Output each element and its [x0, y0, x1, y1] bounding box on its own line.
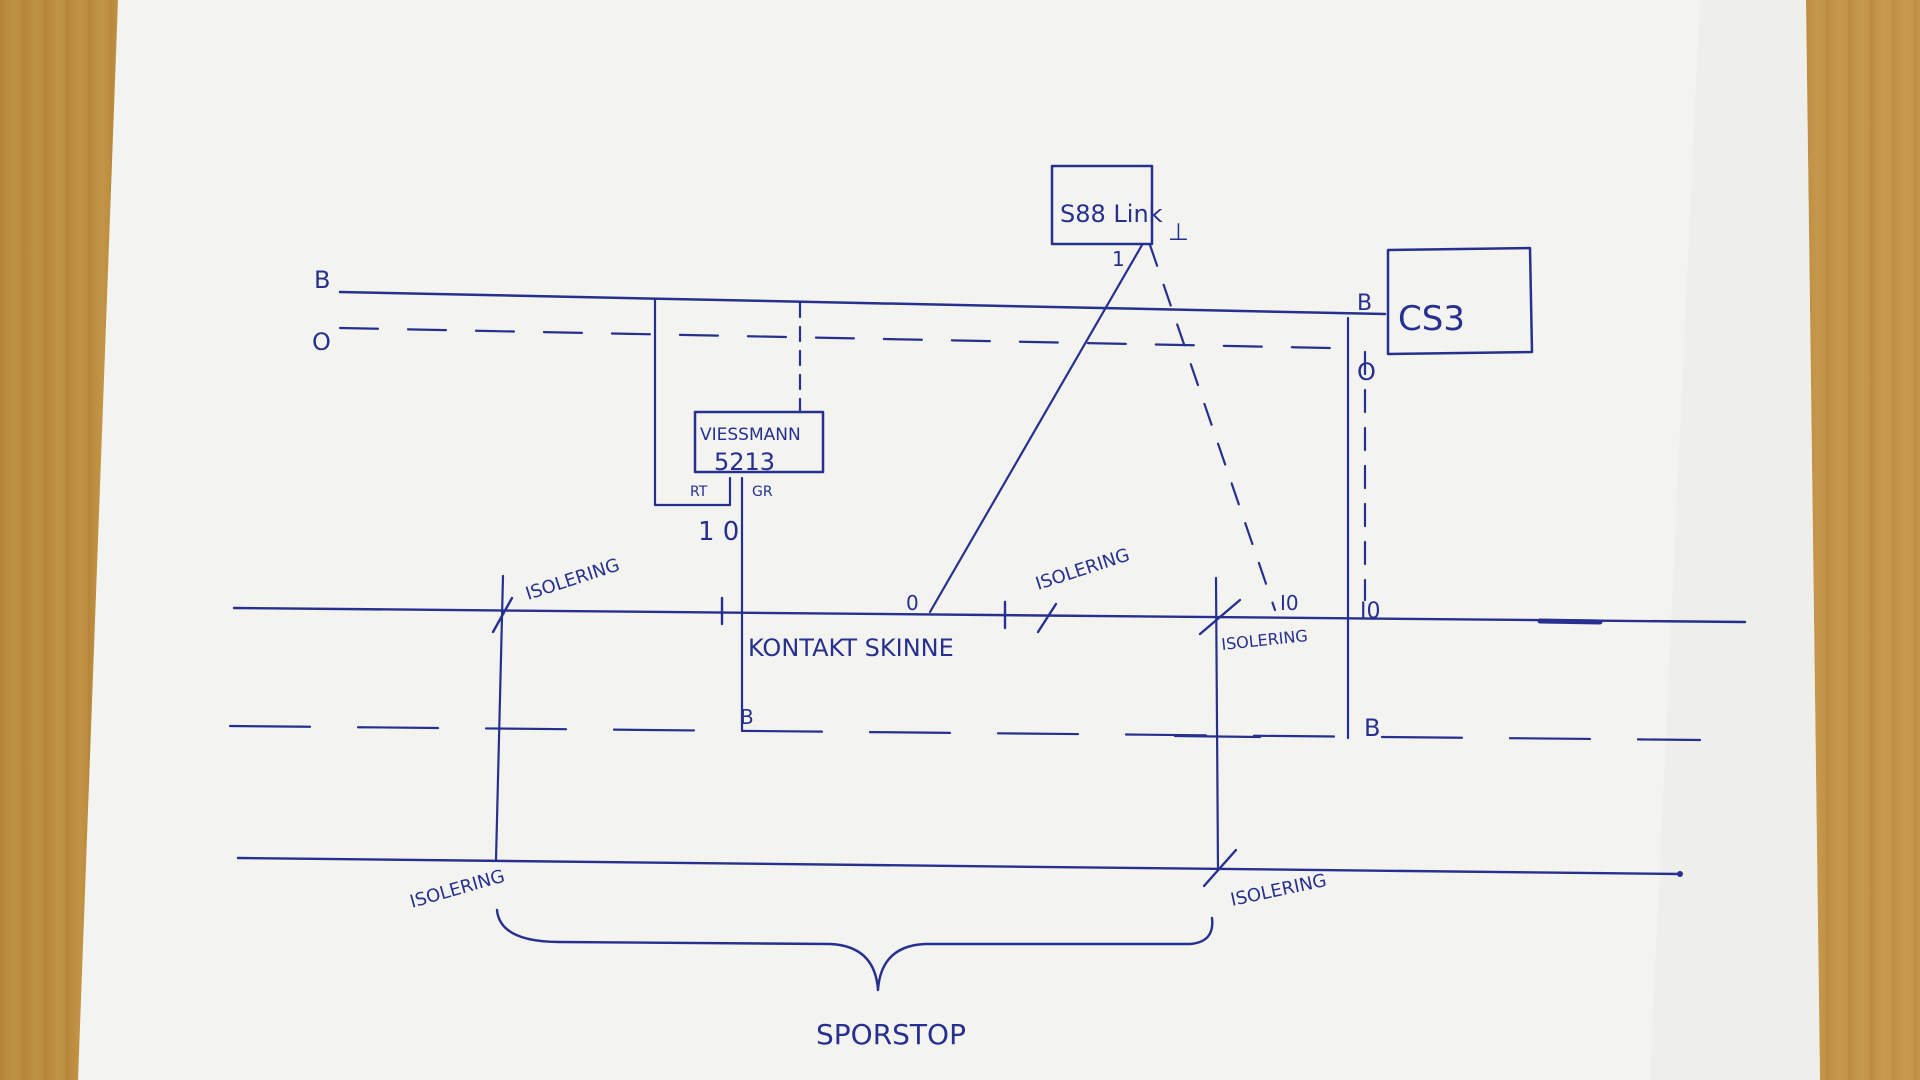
- viessmann-model: 5213: [714, 448, 775, 476]
- s88-ground-label: ⊥: [1168, 218, 1189, 246]
- cs3-label: CS3: [1398, 299, 1465, 339]
- section-boundaries: [494, 574, 1220, 872]
- second-rail-dashed: [228, 724, 1702, 742]
- viessmann-label: VIESSMANN: [700, 425, 801, 445]
- viessmann-5213-module: VIESSMANN 5213 RT GR 1 0 B: [653, 298, 825, 732]
- o-supply-label: O: [312, 328, 331, 356]
- sporstop-brace: [495, 908, 1214, 992]
- o-supply-line: [338, 326, 1332, 350]
- kontakt-skinne-label: KONTAKT SKINNE: [748, 634, 954, 662]
- paper-shade: [1650, 0, 1820, 1080]
- s88-link-label: S88 Link: [1060, 200, 1163, 228]
- main-rail: 0 I0 I0 KONTAKT SKINNE: [232, 591, 1747, 662]
- b-track-right-label: B: [1364, 714, 1380, 742]
- bottom-rail: [236, 848, 1683, 888]
- supply-lines: B O: [312, 266, 1387, 356]
- b-supply-label: B: [314, 266, 330, 294]
- cs3-o-label: O: [1357, 358, 1376, 386]
- viessmann-gr-label: GR: [752, 484, 773, 500]
- cs3-b-label: B: [1357, 291, 1372, 316]
- paper-sheet: [78, 0, 1820, 1080]
- cs3-feed-lines: B: [1346, 316, 1380, 742]
- s88-feedback-wires: [928, 243, 1277, 614]
- io-mid-label: I0: [1280, 591, 1299, 615]
- s88-pin-1-label: 1: [1112, 247, 1125, 271]
- sporstop-label: SPORSTOP: [816, 1018, 966, 1051]
- zero-on-rail-label: 0: [906, 591, 919, 615]
- b-track-mid-label: B: [740, 705, 754, 729]
- cs3-box: CS3 B O: [1357, 246, 1534, 386]
- io-right-label: I0: [1360, 599, 1381, 624]
- s88-link-box: S88 Link 1 ⊥: [1050, 164, 1189, 271]
- b-supply-line: [338, 290, 1387, 316]
- viessmann-io-label: 1 0: [698, 517, 739, 547]
- viessmann-rt-label: RT: [690, 484, 708, 500]
